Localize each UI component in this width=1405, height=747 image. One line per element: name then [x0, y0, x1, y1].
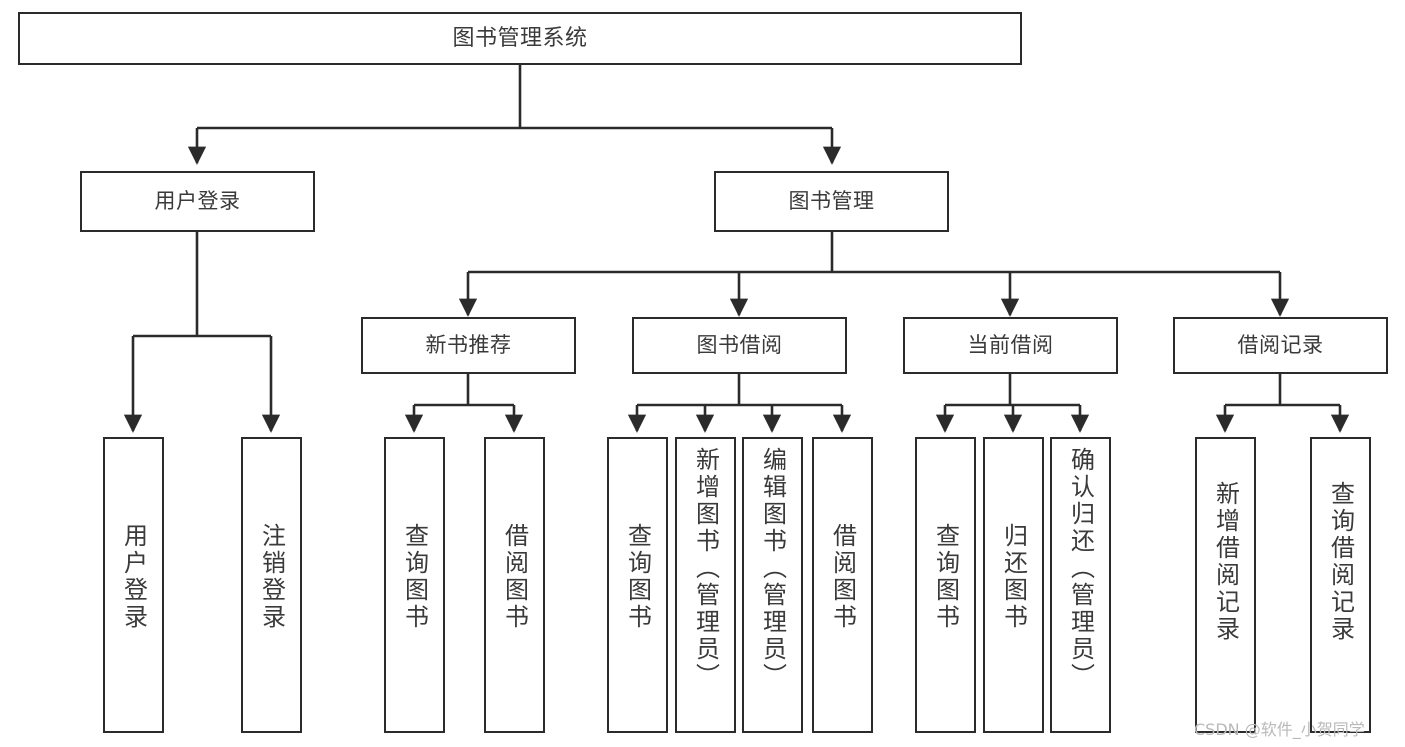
node-label: 确认归还（管理员）	[1066, 447, 1095, 690]
node-book-management[interactable]: 图书管理	[714, 171, 949, 232]
node-label: 编辑图书（管理员）	[758, 447, 787, 690]
leaf-user-login[interactable]: 用户登录	[103, 437, 164, 733]
leaf-borrow-book-recommend[interactable]: 借阅图书	[484, 437, 545, 733]
leaf-query-borrow-record[interactable]: 查询借阅记录	[1310, 437, 1371, 733]
node-label: 新增图书（管理员）	[691, 447, 720, 690]
leaf-confirm-return-admin[interactable]: 确认归还（管理员）	[1050, 437, 1111, 733]
node-label: 借阅图书	[500, 523, 529, 631]
watermark: CSDN @软件_小贺同学	[1194, 720, 1365, 739]
node-book-borrow[interactable]: 图书借阅	[632, 317, 847, 374]
node-label: 查询图书	[623, 523, 652, 631]
node-label: 借阅记录	[1237, 333, 1324, 358]
node-label: 图书借阅	[696, 333, 783, 358]
leaf-query-book-current[interactable]: 查询图书	[915, 437, 976, 733]
leaf-borrow-book[interactable]: 借阅图书	[812, 437, 873, 733]
node-label: 归还图书	[999, 523, 1028, 631]
leaf-query-book-borrow[interactable]: 查询图书	[607, 437, 668, 733]
leaf-return-book[interactable]: 归还图书	[983, 437, 1044, 733]
node-borrow-record[interactable]: 借阅记录	[1173, 317, 1388, 374]
node-user-login[interactable]: 用户登录	[80, 171, 315, 232]
node-label: 查询图书	[931, 523, 960, 631]
leaf-logout[interactable]: 注销登录	[241, 437, 302, 733]
node-label: 查询图书	[400, 523, 429, 631]
leaf-add-book-admin[interactable]: 新增图书（管理员）	[675, 437, 736, 733]
node-label: 新书推荐	[425, 333, 512, 358]
node-label: 用户登录	[154, 189, 241, 214]
node-label: 图书管理系统	[452, 25, 588, 51]
node-label: 当前借阅	[967, 333, 1054, 358]
leaf-edit-book-admin[interactable]: 编辑图书（管理员）	[742, 437, 803, 733]
node-label: 用户登录	[119, 523, 148, 631]
node-label: 查询借阅记录	[1326, 481, 1355, 643]
node-current-borrow[interactable]: 当前借阅	[903, 317, 1118, 374]
node-root-system[interactable]: 图书管理系统	[18, 12, 1022, 65]
node-label: 新增借阅记录	[1211, 481, 1240, 643]
leaf-query-book-recommend[interactable]: 查询图书	[384, 437, 445, 733]
node-label: 图书管理	[788, 189, 875, 214]
node-new-book-recommend[interactable]: 新书推荐	[361, 317, 576, 374]
node-label: 借阅图书	[828, 523, 857, 631]
leaf-add-borrow-record[interactable]: 新增借阅记录	[1195, 437, 1256, 733]
node-label: 注销登录	[257, 523, 286, 631]
